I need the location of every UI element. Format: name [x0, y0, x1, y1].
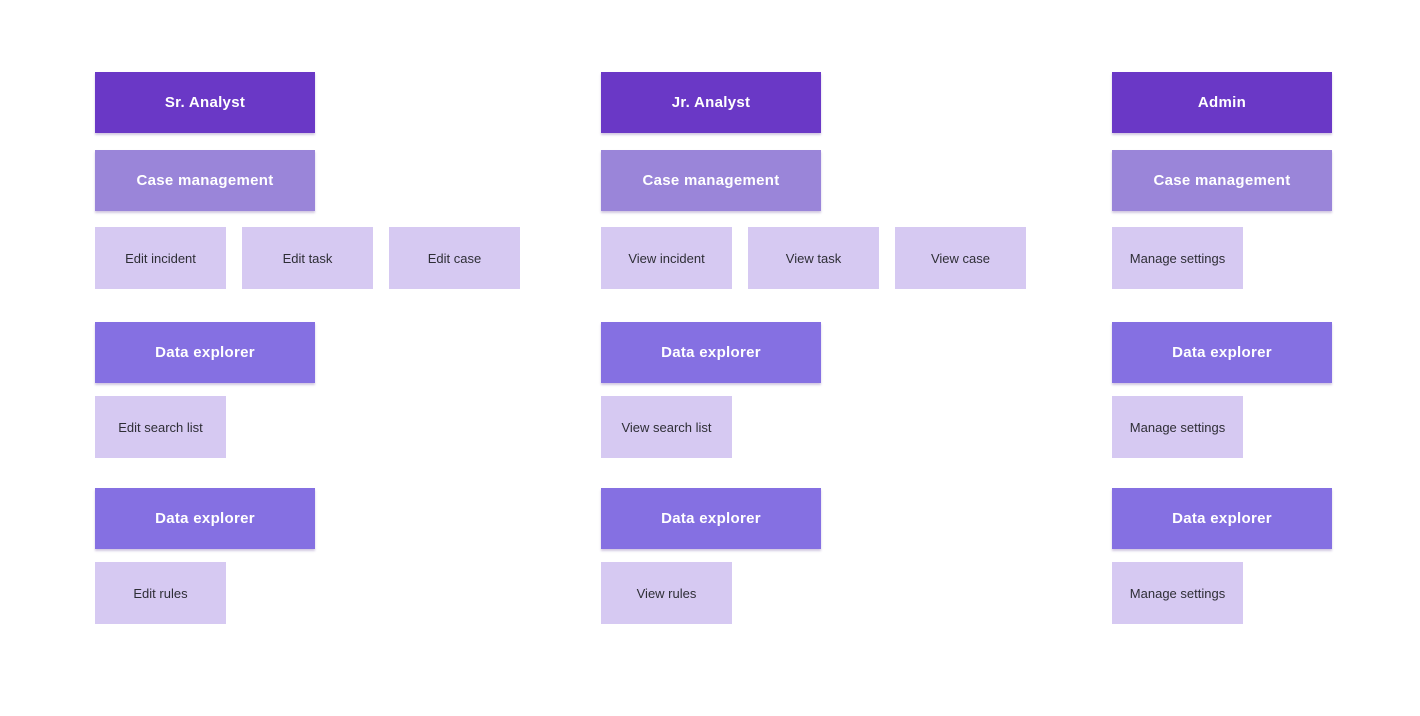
role-header: Jr. Analyst	[601, 72, 821, 133]
permission-item: Edit search list	[95, 396, 226, 458]
role-column-admin: Admin Case management Manage settings Da…	[1112, 0, 1420, 716]
section-header-data-explorer: Data explorer	[95, 488, 315, 549]
section-header-data-explorer: Data explorer	[601, 322, 821, 383]
section-header-case-management: Case management	[95, 150, 315, 211]
permission-item: Edit task	[242, 227, 373, 289]
role-header: Sr. Analyst	[95, 72, 315, 133]
permission-item: View task	[748, 227, 879, 289]
permission-item: Edit rules	[95, 562, 226, 624]
permission-item: Manage settings	[1112, 562, 1243, 624]
permission-item: View rules	[601, 562, 732, 624]
permission-item: Edit case	[389, 227, 520, 289]
section-header-case-management: Case management	[1112, 150, 1332, 211]
section-header-data-explorer: Data explorer	[1112, 322, 1332, 383]
permission-item: View case	[895, 227, 1026, 289]
section-header-data-explorer: Data explorer	[601, 488, 821, 549]
section-header-data-explorer: Data explorer	[1112, 488, 1332, 549]
section-header-case-management: Case management	[601, 150, 821, 211]
permission-item: Manage settings	[1112, 227, 1243, 289]
role-column-jr-analyst: Jr. Analyst Case management View inciden…	[601, 0, 1041, 716]
permission-item: Manage settings	[1112, 396, 1243, 458]
permission-item: View incident	[601, 227, 732, 289]
role-header: Admin	[1112, 72, 1332, 133]
section-header-data-explorer: Data explorer	[95, 322, 315, 383]
permission-item: View search list	[601, 396, 732, 458]
permission-item: Edit incident	[95, 227, 226, 289]
role-column-sr-analyst: Sr. Analyst Case management Edit inciden…	[95, 0, 535, 716]
